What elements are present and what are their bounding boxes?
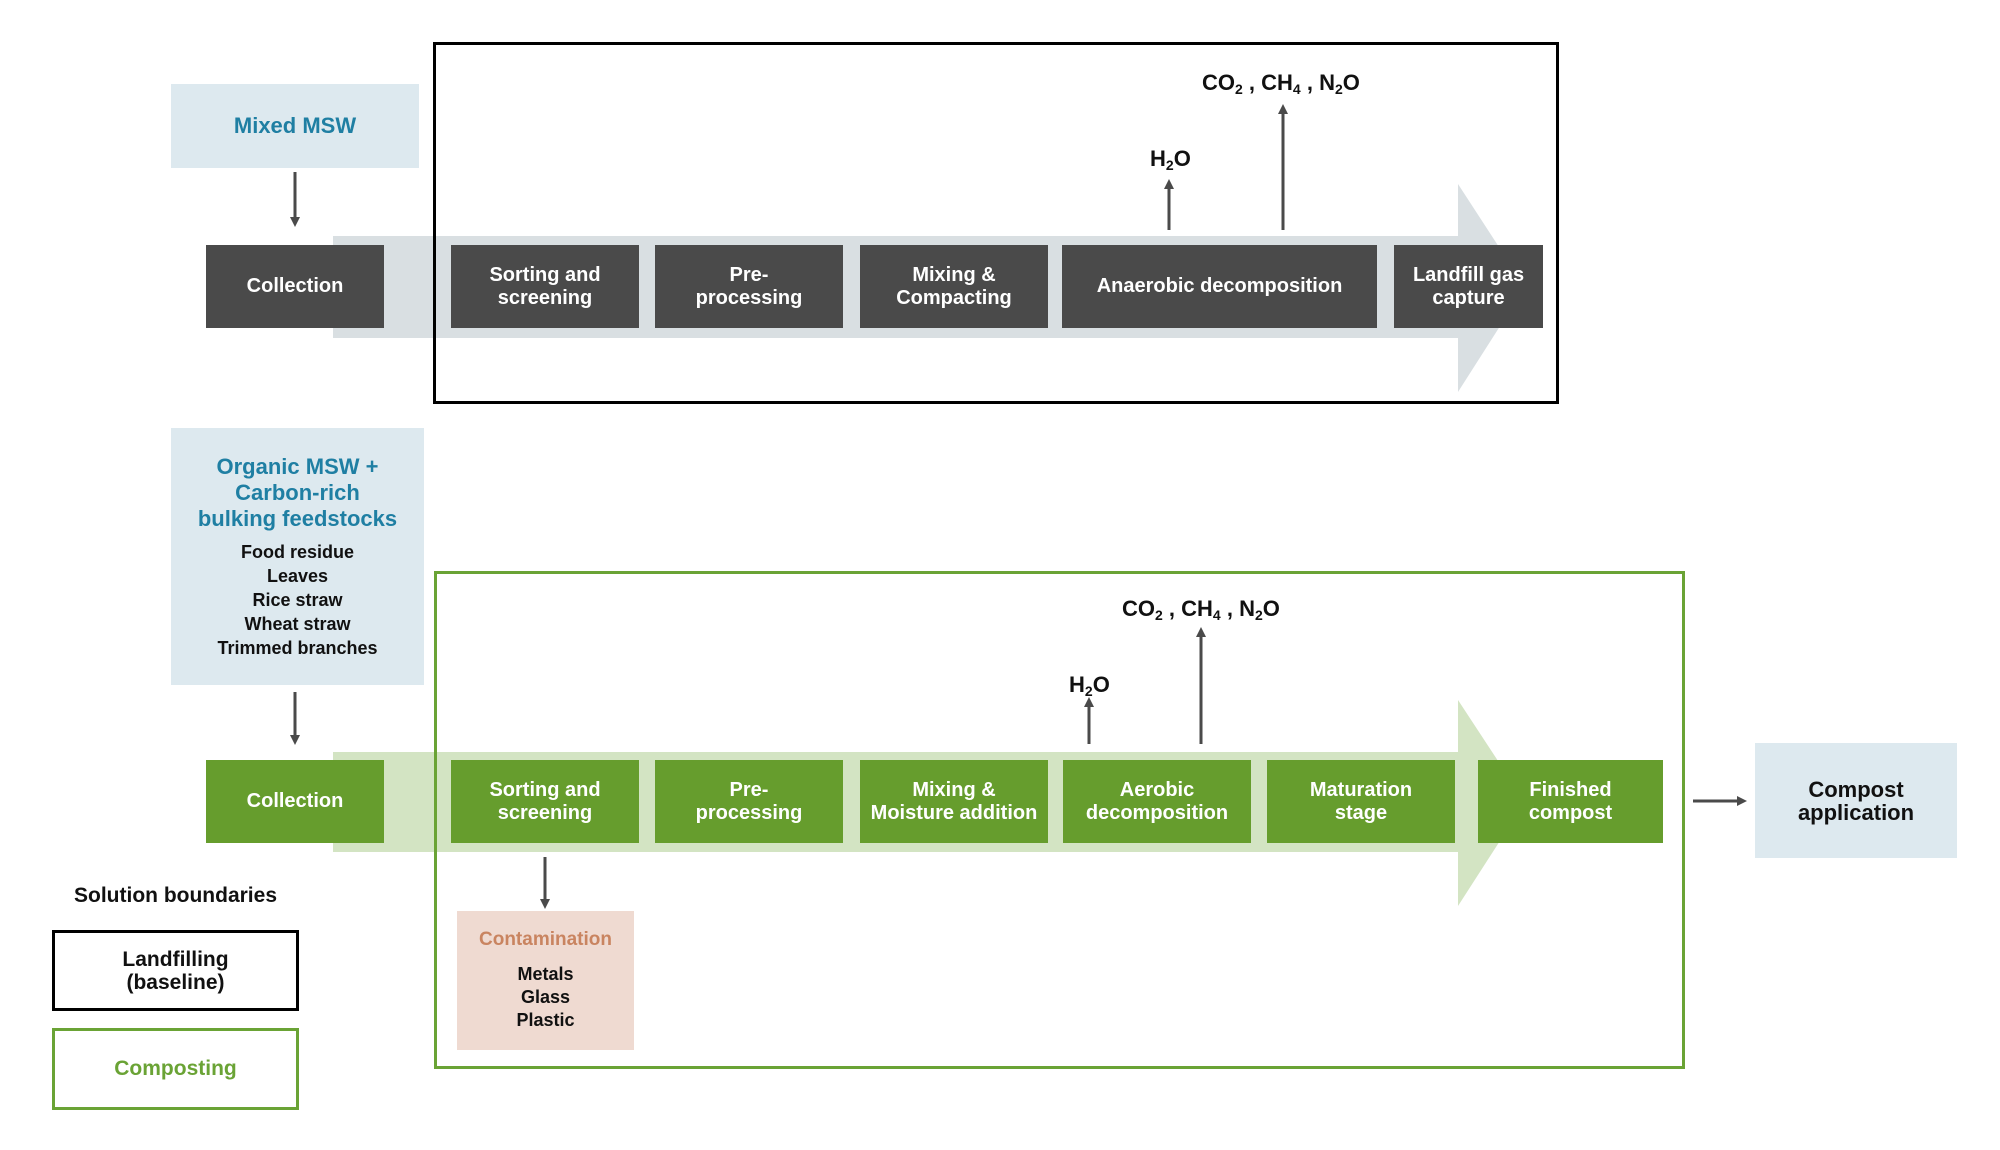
step-label-line2: Compacting — [896, 286, 1012, 309]
compost-application-box: Compost application — [1755, 743, 1957, 858]
step-label-line2: screening — [497, 286, 593, 309]
landfill-step-sorting: Sorting and screening — [451, 245, 639, 328]
step-label-line2: compost — [1528, 801, 1613, 824]
landfill-h2o-label: H2O — [1150, 146, 1191, 173]
compost-h2o-label: H2O — [1069, 672, 1110, 699]
step-label-line1: Mixing & — [912, 778, 996, 801]
organic-msw-input-box: Organic MSW + Carbon-rich bulking feedst… — [171, 428, 424, 685]
legend-title: Solution boundaries — [74, 884, 277, 907]
contamination-list: Metals Glass Plastic — [516, 963, 574, 1032]
legend-landfilling-label: Landfilling (baseline) — [122, 947, 229, 994]
legend-composting-label: Composting — [114, 1057, 237, 1080]
compost-step-sorting: Sorting and screening — [451, 760, 639, 843]
step-label-line2: stage — [1334, 801, 1388, 824]
step-label-line1: Pre- — [729, 778, 769, 801]
step-label-line1: Landfill gas — [1412, 263, 1525, 286]
feedstock-item: Food residue — [240, 541, 354, 562]
step-label-line2: decomposition — [1085, 801, 1229, 824]
composting-boundary — [434, 571, 1685, 1069]
feedstock-list: Food residue Leaves Rice straw Wheat str… — [217, 540, 377, 660]
step-label-line2: Moisture addition — [870, 801, 1038, 824]
feedstock-item: Rice straw — [252, 589, 343, 610]
organic-msw-title: Organic MSW + Carbon-rich bulking feedst… — [197, 453, 398, 531]
step-label-line2: capture — [1432, 286, 1505, 309]
step-label-line2: processing — [695, 801, 803, 824]
legend-composting: Composting — [52, 1028, 299, 1110]
step-label: Collection — [246, 790, 344, 812]
feedstock-item: Leaves — [266, 565, 329, 586]
compost-gases-label: CO2 , CH4 , N2O — [1122, 596, 1280, 623]
compost-step-collection: Collection — [206, 760, 384, 843]
step-label-line1: Aerobic — [1119, 778, 1195, 801]
contamination-title: Contamination — [479, 929, 612, 950]
compost-step-preprocessing: Pre- processing — [655, 760, 843, 843]
step-label-line1: Anaerobic decomposition — [1096, 275, 1343, 297]
legend-landfilling: Landfilling (baseline) — [52, 930, 299, 1011]
contamination-item: Metals — [517, 964, 574, 984]
step-label-line2: processing — [695, 286, 803, 309]
step-label-line1: Sorting and — [489, 778, 601, 801]
step-label-line1: Pre- — [729, 263, 769, 286]
landfill-step-mixing-compacting: Mixing & Compacting — [860, 245, 1048, 328]
step-label-line1: Maturation — [1309, 778, 1413, 801]
feedstock-item: Wheat straw — [244, 613, 351, 634]
contamination-item: Glass — [520, 987, 571, 1007]
landfill-step-preprocessing: Pre- processing — [655, 245, 843, 328]
contamination-item: Plastic — [516, 1010, 575, 1030]
step-label-line1: Mixing & — [912, 263, 996, 286]
contamination-box: Contamination Metals Glass Plastic — [457, 911, 634, 1050]
landfill-step-anaerobic-decomposition: Anaerobic decomposition — [1062, 245, 1377, 328]
step-label-line1: Sorting and — [489, 263, 601, 286]
feedstock-item: Trimmed branches — [217, 637, 378, 658]
mixed-msw-input-box: Mixed MSW — [171, 84, 419, 168]
step-label-line2: screening — [497, 801, 593, 824]
landfilling-boundary — [433, 42, 1559, 404]
landfill-step-gas-capture: Landfill gas capture — [1394, 245, 1543, 328]
compost-step-maturation: Maturation stage — [1267, 760, 1455, 843]
compost-step-finished: Finished compost — [1478, 760, 1663, 843]
compost-application-label: Compost application — [1797, 776, 1915, 825]
step-label: Collection — [246, 275, 344, 297]
landfill-step-collection: Collection — [206, 245, 384, 328]
compost-step-mixing-moisture: Mixing & Moisture addition — [860, 760, 1048, 843]
landfill-gases-label: CO2 , CH4 , N2O — [1202, 70, 1360, 97]
step-label-line1: Finished — [1529, 778, 1612, 801]
compost-step-aerobic-decomposition: Aerobic decomposition — [1063, 760, 1251, 843]
mixed-msw-title: Mixed MSW — [233, 113, 357, 138]
